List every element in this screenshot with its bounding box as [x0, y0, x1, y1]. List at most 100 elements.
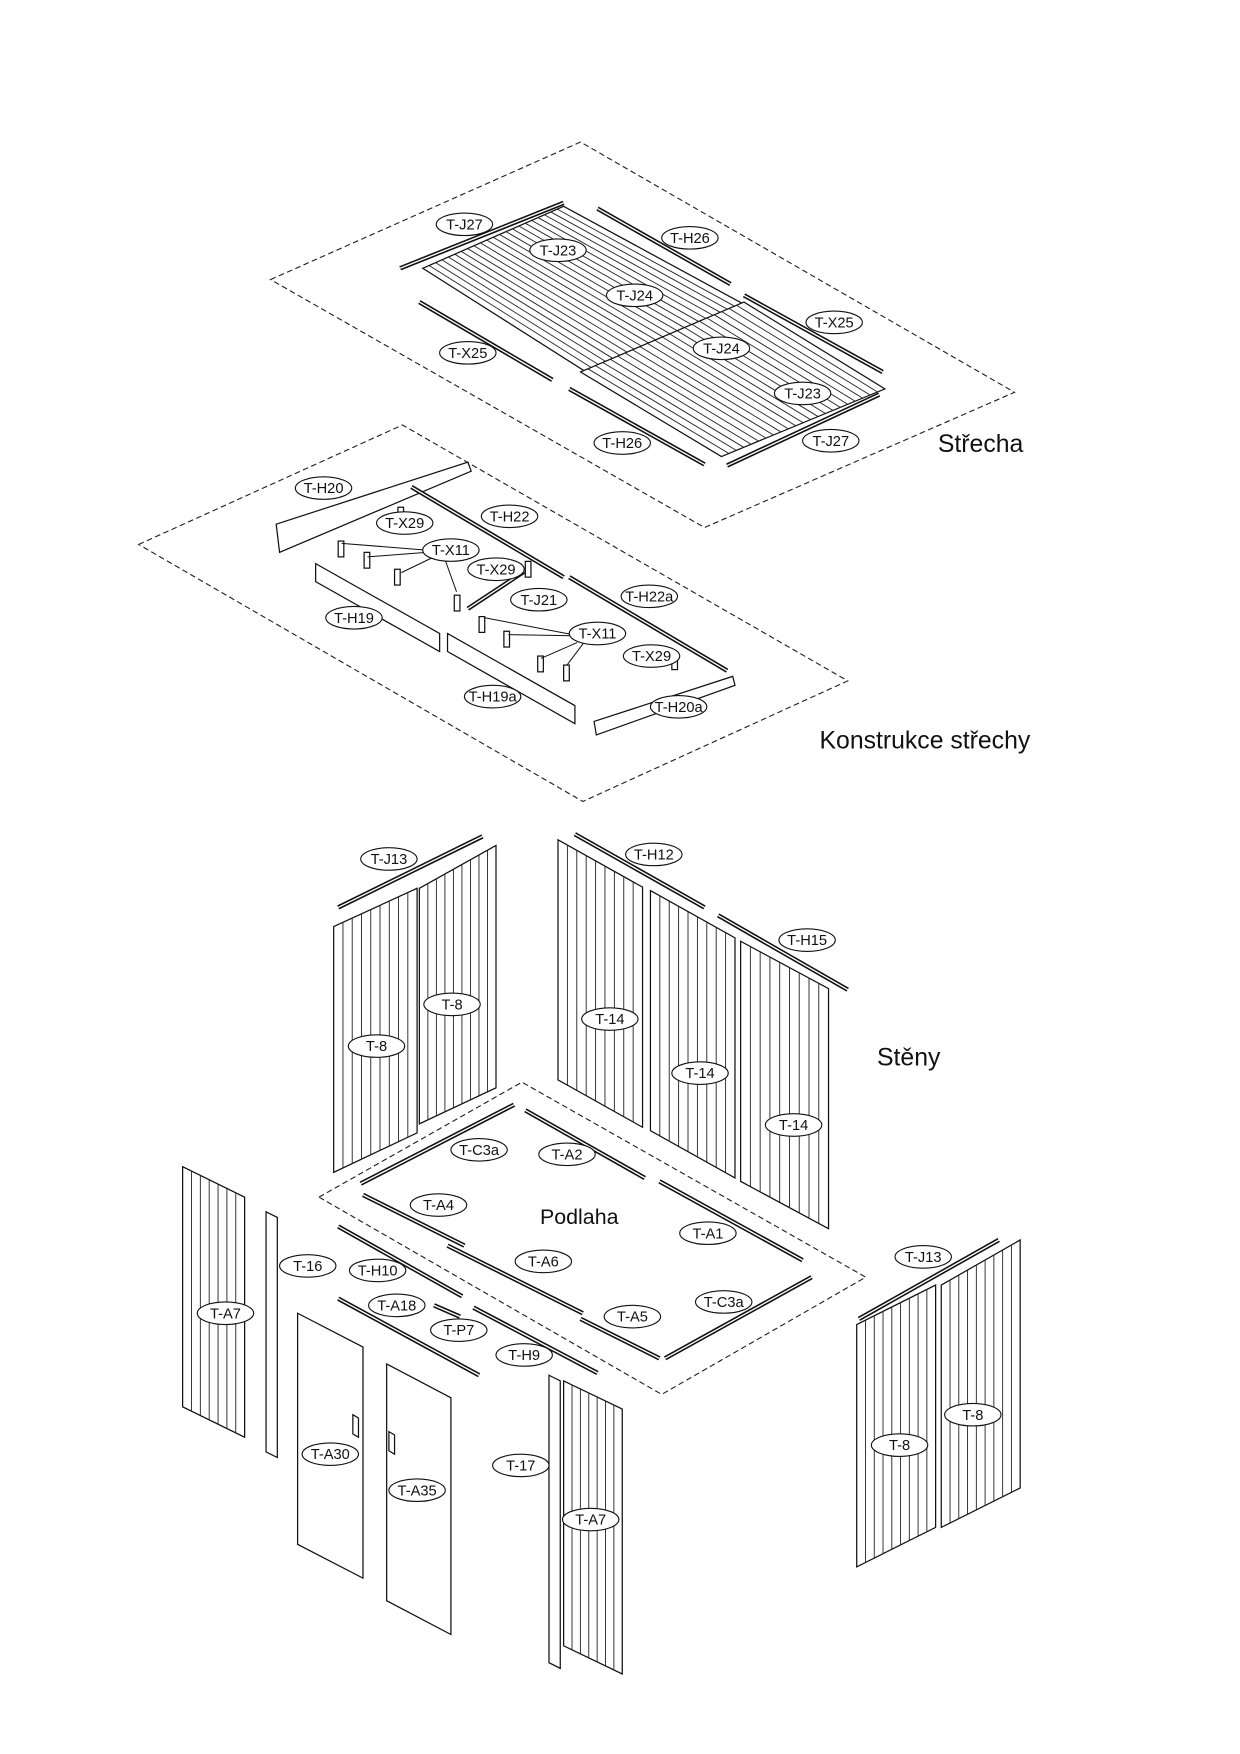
section-title-walls: Stěny — [877, 1044, 941, 1071]
rail-t-a1 — [658, 1179, 804, 1263]
callout-label: T-X29 — [632, 649, 671, 665]
callout-ellipse — [568, 621, 627, 646]
part-callout: T-14 — [581, 1007, 639, 1031]
part-callout: T-8 — [347, 1034, 406, 1058]
rail-t-c3a-bottom — [663, 1275, 813, 1361]
callout-ellipse — [514, 1249, 573, 1274]
part-callout: T-A30 — [301, 1442, 360, 1466]
callout-label: T-17 — [506, 1458, 535, 1474]
callout-ellipse — [510, 587, 568, 612]
callout-label: T-J23 — [540, 243, 577, 259]
callout-label: T-A18 — [377, 1298, 416, 1314]
part-callout: T-X25 — [805, 310, 863, 335]
part-callout: T-H26 — [593, 431, 651, 455]
part-callout: T-A1 — [679, 1221, 737, 1246]
part-callout: T-A7 — [561, 1507, 620, 1532]
part-callout: T-J24 — [692, 336, 751, 361]
callout-ellipse — [279, 1254, 337, 1278]
callout-ellipse — [692, 336, 751, 361]
bracket-t-x11 — [453, 594, 461, 612]
callout-label: T-A5 — [617, 1310, 648, 1326]
callout-ellipse — [661, 226, 719, 250]
part-callout: T-X11 — [422, 538, 480, 562]
callout-ellipse — [409, 1193, 468, 1217]
part-callout: T-A5 — [603, 1304, 662, 1329]
callout-ellipse — [450, 1137, 508, 1162]
bracket-t-x29 — [524, 560, 532, 578]
door-handle — [352, 1413, 360, 1439]
part-callout: T-H19a — [463, 684, 522, 709]
callout-ellipse — [294, 476, 353, 500]
callout-label: T-J24 — [616, 288, 653, 304]
callout-label: T-H19a — [469, 690, 518, 706]
callout-ellipse — [671, 1061, 729, 1085]
rail-t-a6 — [446, 1243, 584, 1316]
wall-panel-t-14-a — [557, 838, 644, 1129]
callout-label: T-P7 — [443, 1323, 474, 1339]
callout-ellipse — [196, 1301, 255, 1326]
dashed-group-outlines — [137, 141, 1016, 1396]
roof-trim-t-x25-right — [742, 293, 884, 374]
callout-label: T-H20a — [655, 700, 704, 716]
callout-label: T-C3a — [459, 1143, 500, 1159]
roof-trim-t-j27-top — [399, 200, 565, 271]
part-callout: T-J13 — [894, 1245, 952, 1269]
callout-label: T-14 — [779, 1118, 808, 1134]
part-callout: T-P7 — [430, 1318, 488, 1342]
part-callout: T-C3a — [694, 1290, 753, 1314]
callout-ellipse — [495, 1343, 553, 1367]
rail-t-c3a-top — [359, 1102, 516, 1186]
part-callout: T-8 — [944, 1402, 1002, 1427]
part-callout: T-8 — [870, 1433, 929, 1457]
leader-line — [508, 634, 573, 637]
callout-ellipse — [439, 340, 497, 365]
callout-label: T-H20 — [304, 481, 344, 497]
callout-label: T-8 — [962, 1408, 983, 1424]
callout-ellipse — [529, 238, 587, 263]
callout-ellipse — [347, 1034, 406, 1058]
part-callout: T-H19 — [325, 605, 383, 630]
callout-ellipse — [649, 694, 708, 719]
callout-ellipse — [463, 684, 522, 709]
wall-panel-t-8-right — [418, 844, 497, 1125]
bracket-t-x11 — [537, 655, 544, 673]
roof-ridge-t-h26-bottom — [568, 386, 706, 467]
callout-label: T-J27 — [812, 434, 849, 450]
leader-line — [367, 551, 427, 558]
callout-ellipse — [620, 584, 679, 609]
part-callout: T-H26 — [661, 226, 719, 250]
part-callout: T-A7 — [196, 1301, 255, 1326]
callout-label: T-A35 — [398, 1483, 437, 1499]
callout-label: T-14 — [685, 1066, 714, 1082]
callout-ellipse — [622, 644, 681, 668]
callout-label: T-H10 — [358, 1263, 398, 1279]
part-callout: T-H9 — [495, 1343, 553, 1367]
callout-label: T-J21 — [521, 593, 558, 609]
section-title-floor: Podlaha — [540, 1205, 619, 1229]
part-callout: T-17 — [492, 1453, 550, 1478]
part-callout: T-H12 — [625, 842, 683, 867]
callout-ellipse — [805, 310, 863, 335]
part-callout: T-J23 — [773, 381, 832, 406]
part-callout: T-X11 — [568, 621, 627, 646]
callout-ellipse — [593, 431, 651, 455]
callout-ellipse — [467, 557, 525, 582]
rail-t-h9 — [472, 1305, 599, 1375]
part-callout: T-A4 — [409, 1193, 468, 1217]
part-callout: T-J13 — [360, 847, 418, 871]
wall-panel-t-8-left — [333, 887, 418, 1174]
callout-label: T-X11 — [432, 543, 470, 559]
rail-t-h10 — [337, 1224, 464, 1299]
callout-label: T-X11 — [578, 627, 616, 643]
callout-ellipse — [561, 1507, 620, 1532]
leader-line — [341, 542, 427, 551]
bracket-t-x11 — [363, 551, 371, 569]
roof-sheet-left — [421, 205, 746, 373]
callout-ellipse — [360, 847, 418, 871]
part-callout: T-J27 — [435, 212, 494, 237]
callout-label: T-X25 — [815, 315, 854, 331]
beam-t-h19 — [315, 562, 441, 653]
part-callout: T-H15 — [778, 928, 836, 952]
part-callout: T-A6 — [514, 1249, 573, 1274]
